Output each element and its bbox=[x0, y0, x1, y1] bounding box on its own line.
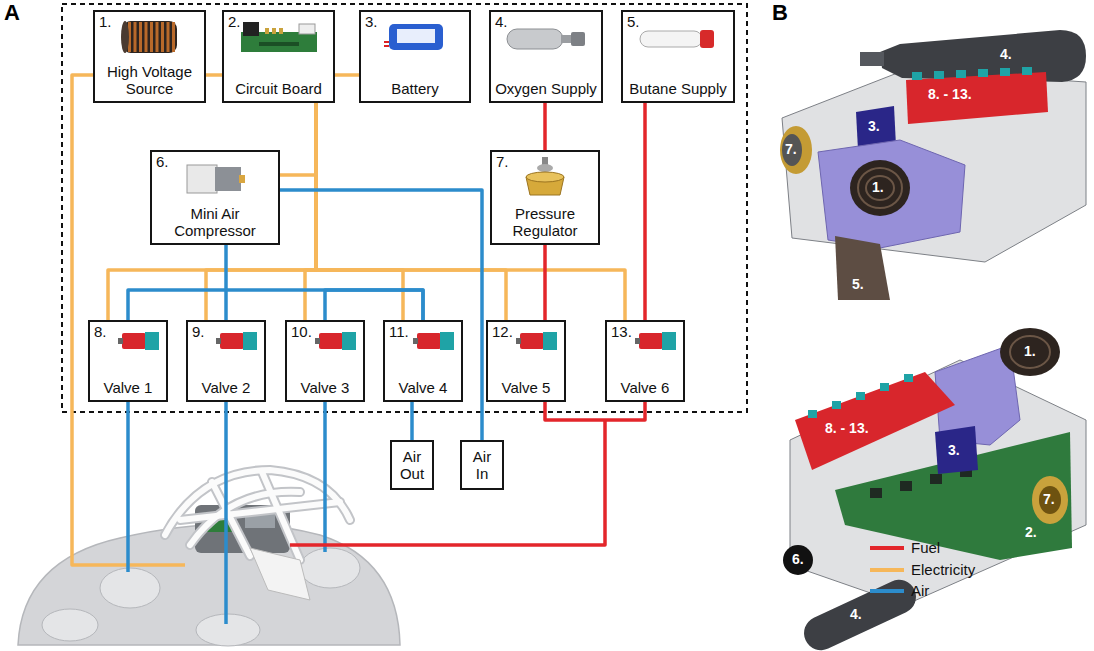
valve-box: 8. Valve 1 bbox=[88, 320, 168, 402]
callout-number: 1. bbox=[99, 14, 112, 31]
coil-icon bbox=[119, 17, 181, 57]
regulator-icon bbox=[518, 155, 572, 199]
fuel-line bbox=[543, 103, 547, 150]
callout-number: 1. bbox=[1024, 343, 1036, 359]
component-name: Oxygen Supply bbox=[494, 80, 598, 97]
callout-number: 8. bbox=[94, 324, 107, 341]
component-box: 4. Oxygen Supply bbox=[489, 10, 603, 103]
oxygen-icon bbox=[505, 24, 587, 54]
callout-number: 12. bbox=[492, 324, 513, 341]
power-line bbox=[335, 73, 359, 77]
callout-number: 3. bbox=[868, 118, 880, 134]
compressor-icon bbox=[183, 157, 247, 197]
callout-number: 10. bbox=[291, 324, 312, 341]
component-box: 1. High Voltage Source bbox=[93, 10, 206, 103]
legend-swatch bbox=[870, 546, 904, 550]
callout-number: 2. bbox=[1025, 524, 1037, 540]
component-name: Valve 5 bbox=[491, 379, 561, 396]
valve-box: 9. Valve 2 bbox=[186, 320, 266, 402]
legend-text: Electricity bbox=[911, 561, 975, 578]
callout-number: 13. bbox=[611, 324, 632, 341]
butane-icon bbox=[638, 26, 718, 52]
power-line bbox=[206, 73, 222, 77]
valve-icon bbox=[516, 330, 560, 352]
component-name: Battery bbox=[364, 80, 466, 97]
fuel-line bbox=[543, 245, 547, 320]
component-box: 2. Circuit Board bbox=[222, 10, 335, 103]
panel-letter: B bbox=[772, 0, 788, 25]
valve-icon bbox=[413, 330, 457, 352]
power-line bbox=[316, 103, 625, 320]
component-name: Butane Supply bbox=[626, 80, 730, 97]
callout-number: 8. - 13. bbox=[825, 420, 869, 436]
component-name: Valve 6 bbox=[610, 379, 680, 396]
valve-icon bbox=[635, 330, 679, 352]
valve-box: 11. Valve 4 bbox=[383, 320, 463, 402]
component-box: 6. Mini Air Compressor bbox=[150, 150, 280, 245]
component-name: Valve 2 bbox=[191, 379, 261, 396]
callout-number: 6. bbox=[156, 154, 169, 171]
callout-number: 3. bbox=[948, 442, 960, 458]
component-name: Valve 1 bbox=[93, 379, 163, 396]
air-line bbox=[410, 402, 414, 440]
callout-number: 1. bbox=[872, 179, 884, 195]
component-name: Pressure Regulator bbox=[495, 205, 595, 240]
callout-number: 9. bbox=[192, 324, 205, 341]
legend-swatch bbox=[870, 589, 904, 593]
valve-box: 10. Valve 3 bbox=[285, 320, 365, 402]
device-render-bottom bbox=[783, 328, 1086, 651]
air-line bbox=[224, 245, 228, 320]
component-name: Air In bbox=[465, 448, 499, 483]
callout-number: 4. bbox=[1000, 46, 1012, 62]
callout-number: 6. bbox=[792, 551, 804, 567]
valve-icon bbox=[118, 330, 162, 352]
board-icon bbox=[239, 20, 319, 54]
port-box: Air Out bbox=[390, 440, 434, 490]
component-name: Valve 4 bbox=[388, 379, 458, 396]
callout-number: 11. bbox=[389, 324, 409, 341]
component-box: 3. Battery bbox=[359, 10, 471, 103]
power-line bbox=[280, 103, 316, 175]
callout-number: 8. - 13. bbox=[928, 86, 972, 102]
callout-number: 3. bbox=[365, 14, 378, 31]
callout-number: 2. bbox=[228, 14, 241, 31]
air-line bbox=[128, 290, 423, 320]
callout-number: 7. bbox=[496, 154, 509, 171]
legend-swatch bbox=[870, 568, 904, 572]
power-line bbox=[316, 103, 403, 320]
panel-letter: A bbox=[4, 0, 20, 25]
valve-box: 12. Valve 5 bbox=[486, 320, 566, 402]
fuel-line bbox=[643, 103, 647, 320]
port-box: Air In bbox=[460, 440, 504, 490]
device-render-top bbox=[780, 30, 1086, 300]
battery-icon bbox=[383, 18, 447, 54]
robot-wires bbox=[72, 75, 645, 624]
air-line bbox=[325, 290, 423, 320]
callout-number: 7. bbox=[785, 141, 797, 157]
power-line bbox=[108, 103, 316, 320]
component-name: Mini Air Compressor bbox=[155, 205, 275, 240]
component-name: Circuit Board bbox=[227, 80, 330, 97]
callout-number: 5. bbox=[852, 276, 864, 292]
air-line bbox=[280, 190, 482, 440]
valve-icon bbox=[216, 330, 260, 352]
callout-number: 4. bbox=[495, 14, 508, 31]
valve-box: 13. Valve 6 bbox=[605, 320, 685, 402]
component-box: 5. Butane Supply bbox=[621, 10, 735, 103]
component-name: High Voltage Source bbox=[98, 63, 201, 98]
component-name: Air Out bbox=[395, 448, 429, 483]
callout-number: 7. bbox=[1043, 491, 1055, 507]
power-line bbox=[316, 103, 506, 320]
legend-text: Fuel bbox=[911, 539, 940, 556]
system-boundary bbox=[62, 4, 747, 412]
valve-icon bbox=[315, 330, 359, 352]
component-name: Valve 3 bbox=[290, 379, 360, 396]
callout-number: 4. bbox=[850, 606, 862, 622]
callout-number: 5. bbox=[627, 14, 640, 31]
robot-illustration bbox=[18, 470, 400, 646]
component-box: 7. Pressure Regulator bbox=[490, 150, 600, 245]
legend-text: Air bbox=[911, 582, 929, 599]
